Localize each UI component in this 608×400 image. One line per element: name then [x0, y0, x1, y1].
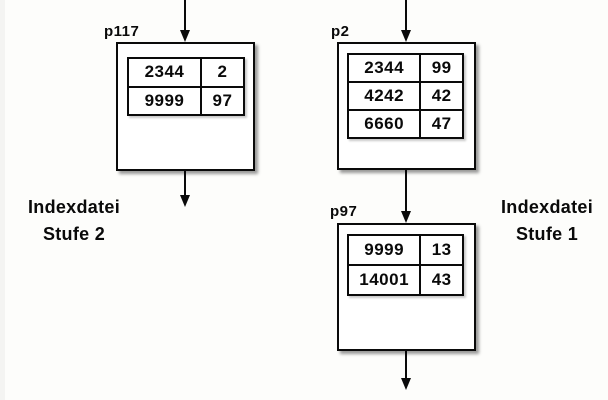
caption-line: Indexdatei [27, 197, 121, 217]
pointer-cell: 42 [431, 86, 452, 105]
pointer-cell: 2 [217, 62, 228, 82]
caption-line: Indexdatei [500, 197, 594, 217]
pointer-cell: 13 [431, 240, 452, 259]
key-cell: 2344 [349, 55, 422, 81]
node-p117: 2344 2 9999 97 [116, 42, 255, 171]
node-p117-table: 2344 2 9999 97 [127, 57, 245, 116]
caption-line: Stufe 1 [515, 224, 579, 244]
page-edge [0, 0, 5, 400]
node-label-p2: p2 [331, 23, 350, 40]
node-label-p117: p117 [104, 23, 140, 40]
node-p2: 2344 99 4242 42 6660 47 [337, 42, 476, 170]
key-cell: 2344 [129, 59, 202, 86]
key-cell: 14001 [349, 266, 422, 294]
caption-line: Stufe 2 [42, 224, 106, 244]
table-row: 2344 99 [349, 55, 462, 81]
pointer-cell: 43 [431, 270, 452, 289]
key-cell: 4242 [349, 83, 422, 109]
key-cell: 9999 [349, 236, 422, 264]
node-p2-table: 2344 99 4242 42 6660 47 [347, 53, 464, 139]
table-row: 6660 47 [349, 109, 462, 137]
table-row: 14001 43 [349, 264, 462, 294]
table-row: 4242 42 [349, 81, 462, 109]
node-p97-table: 9999 13 14001 43 [347, 234, 464, 296]
pointer-cell: 99 [431, 58, 452, 77]
caption-stufe-1: Indexdatei Stufe 1 [483, 194, 608, 248]
caption-stufe-2: Indexdatei Stufe 2 [10, 194, 138, 248]
node-p97: 9999 13 14001 43 [337, 223, 476, 351]
table-row: 9999 13 [349, 236, 462, 264]
key-cell: 6660 [349, 111, 422, 137]
node-label-p97: p97 [330, 203, 358, 220]
key-cell: 9999 [129, 87, 202, 114]
pointer-cell: 47 [431, 114, 452, 133]
table-row: 2344 2 [129, 59, 243, 86]
pointer-cell: 97 [212, 90, 233, 110]
table-row: 9999 97 [129, 85, 243, 114]
